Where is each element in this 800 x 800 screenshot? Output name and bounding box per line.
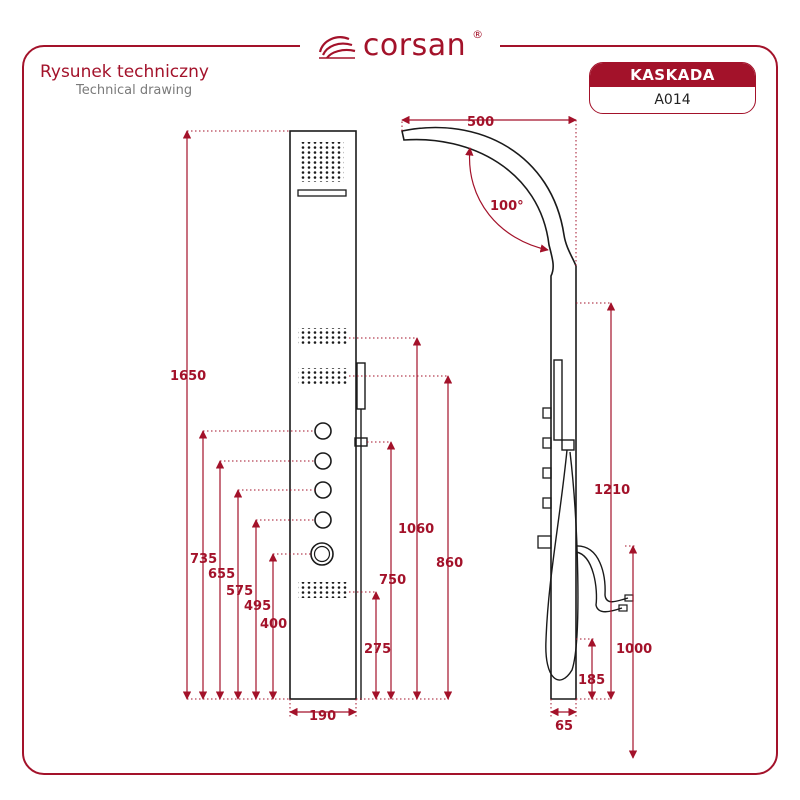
knob-1 bbox=[314, 422, 332, 440]
title-english: Technical drawing bbox=[76, 83, 193, 98]
knob-3 bbox=[314, 481, 332, 499]
knob-2 bbox=[314, 452, 332, 470]
model-name: KASKADA bbox=[590, 63, 755, 87]
knob-side-5 bbox=[537, 535, 552, 549]
supply-pipe-1 bbox=[575, 545, 629, 603]
knob-side-1 bbox=[542, 407, 552, 419]
hose-side bbox=[545, 449, 579, 681]
body-jet-lower bbox=[298, 582, 348, 598]
body-jet-middle bbox=[298, 368, 348, 384]
dim-655: 655 bbox=[208, 567, 235, 582]
dim-575: 575 bbox=[226, 584, 253, 599]
title-polish: Rysunek techniczny bbox=[40, 62, 209, 82]
hand-shower-front bbox=[356, 362, 366, 410]
dim-735: 735 bbox=[190, 552, 217, 567]
dim-400: 400 bbox=[260, 617, 287, 632]
registered-mark: ® bbox=[472, 28, 484, 41]
head-shower-bar bbox=[297, 189, 347, 197]
dim-495: 495 bbox=[244, 599, 271, 614]
holder-side bbox=[561, 439, 575, 451]
panel-front-outline bbox=[289, 130, 357, 700]
dim-275: 275 bbox=[364, 642, 391, 657]
front-view bbox=[289, 130, 368, 700]
hand-shower-side bbox=[553, 359, 563, 441]
brand-logo: corsan ® bbox=[300, 22, 500, 68]
dimension-lines bbox=[182, 115, 638, 759]
knob-side-4 bbox=[542, 497, 552, 509]
dim-1210: 1210 bbox=[594, 483, 630, 498]
model-code: A014 bbox=[654, 92, 691, 108]
dim-190: 190 bbox=[309, 709, 336, 724]
knob-4 bbox=[314, 511, 332, 529]
panel-side-outline bbox=[401, 126, 577, 700]
dim-185: 185 bbox=[578, 673, 605, 688]
model-box: KASKADA A014 bbox=[589, 62, 756, 114]
body-jet-upper bbox=[298, 328, 348, 344]
head-shower-nozzles bbox=[300, 142, 344, 182]
dim-angle-100: 100° bbox=[490, 199, 524, 214]
dim-65: 65 bbox=[555, 719, 573, 734]
knob-side-2 bbox=[542, 437, 552, 449]
knob-side-3 bbox=[542, 467, 552, 479]
dim-750: 750 bbox=[379, 573, 406, 588]
brand-name: corsan bbox=[362, 27, 467, 63]
thermostat-knob bbox=[310, 542, 334, 566]
dim-1650: 1650 bbox=[170, 369, 206, 384]
wave-logo-icon bbox=[318, 36, 356, 59]
dim-500: 500 bbox=[467, 115, 494, 130]
dim-1000: 1000 bbox=[616, 642, 652, 657]
dim-1060: 1060 bbox=[398, 522, 434, 537]
dim-860: 860 bbox=[436, 556, 463, 571]
